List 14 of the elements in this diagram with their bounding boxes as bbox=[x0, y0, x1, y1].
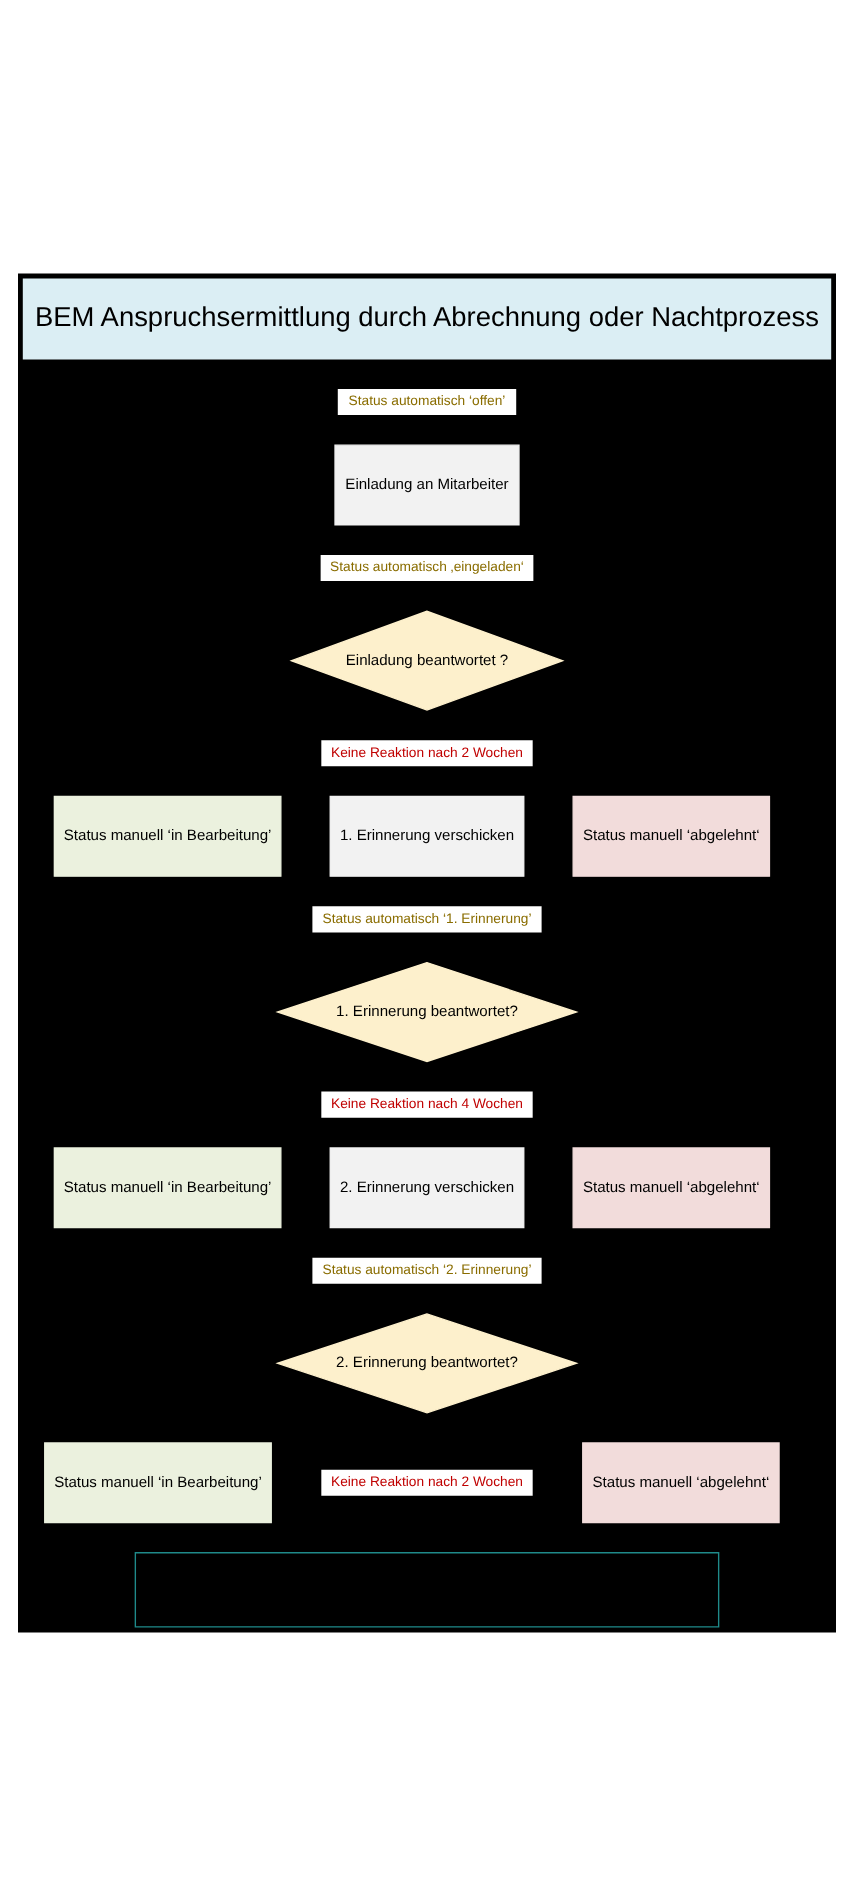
node-box: BEM Anspruchsermittlung durch Abrechnung oder Nachtprozess bbox=[21, 277, 831, 359]
node-diamond: Einladung beantwortet ? bbox=[288, 609, 564, 710]
node-diamond: 1. Erinnerung beantwortet? bbox=[274, 960, 578, 1062]
node-box: Status manuell ‘abgelehnt‘ bbox=[571, 794, 770, 876]
node-box: 1. Erinnerung verschicken bbox=[328, 794, 524, 876]
node-box: 2. Erinnerung verschicken bbox=[328, 1146, 524, 1228]
node-box: Status manuell ‘abgelehnt‘ bbox=[571, 1146, 770, 1228]
node-box bbox=[133, 1551, 719, 1627]
node-diamond: 2. Erinnerung beantwortet? bbox=[274, 1312, 578, 1413]
node-box: Status manuell ‘in Bearbeitung’ bbox=[52, 794, 281, 876]
node-box: Einladung an Mitarbeiter bbox=[333, 443, 519, 525]
node-box: Status manuell ‘in Bearbeitung’ bbox=[52, 1146, 281, 1228]
node-box: Status manuell ‘in Bearbeitung’ bbox=[43, 1441, 271, 1523]
node-box: Status manuell ‘abgelehnt‘ bbox=[581, 1441, 779, 1523]
